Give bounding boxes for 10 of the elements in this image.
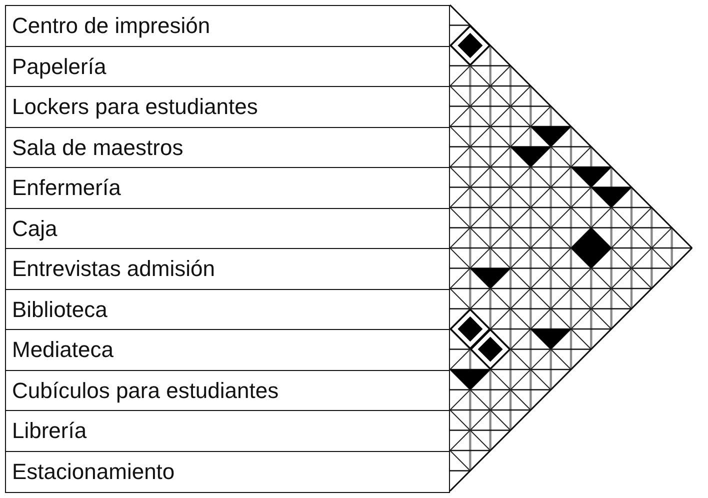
department-label-box: Mediateca [5,329,450,371]
department-label-box: Caja [5,208,450,250]
department-label-box: Lockers para estudiantes [5,86,450,128]
department-label-box: Sala de maestros [5,126,450,168]
department-label-box: Librería [5,410,450,452]
department-label-box: Papelería [5,46,450,88]
department-label-box: Cubículos para estudiantes [5,370,450,412]
department-label-box: Estacionamiento [5,450,450,492]
department-label-box: Enfermería [5,167,450,209]
department-label-box: Entrevistas admisión [5,248,450,290]
